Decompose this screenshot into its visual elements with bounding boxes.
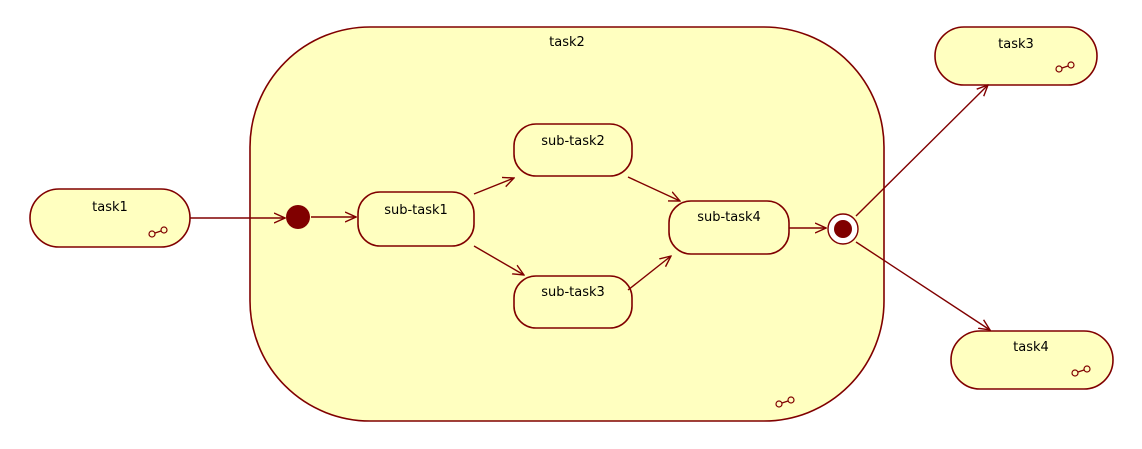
state-sub-task1[interactable]: sub-task1 (357, 191, 475, 247)
state-sub-task1-box (357, 191, 475, 247)
state-task1-label: task1 (92, 200, 128, 215)
state-sub-task4-label: sub-task4 (697, 210, 761, 225)
state-task3[interactable]: task3 (934, 26, 1098, 86)
final-state-dot (834, 220, 852, 238)
state-sub-task2-box (513, 123, 633, 177)
transition-sub-task1-to-sub-task3[interactable] (473, 245, 524, 275)
state-task2-box (249, 26, 885, 422)
state-task1[interactable]: task1 (29, 188, 191, 248)
state-sub-task3[interactable]: sub-task3 (513, 275, 633, 329)
state-sub-task3-box (513, 275, 633, 329)
transition-sub-task2-to-sub-task4[interactable] (627, 176, 680, 201)
state-task3-label: task3 (998, 37, 1034, 52)
transition-final-to-task4[interactable] (855, 241, 990, 330)
state-task2-label: task2 (549, 35, 585, 50)
state-sub-task2-label: sub-task2 (541, 134, 605, 149)
transition-sub-task1-to-sub-task2[interactable] (473, 178, 514, 195)
submachine-link-icon (1071, 365, 1091, 377)
transition-sub-task3-to-sub-task4[interactable] (627, 256, 671, 291)
submachine-link-icon (148, 226, 168, 238)
state-task4[interactable]: task4 (950, 330, 1114, 390)
final-state-node[interactable] (827, 213, 859, 245)
submachine-link-icon (775, 396, 795, 408)
state-sub-task4-box (668, 200, 790, 255)
state-sub-task3-label: sub-task3 (541, 285, 605, 300)
state-sub-task4[interactable]: sub-task4 (668, 200, 790, 255)
initial-state-node[interactable] (286, 205, 310, 229)
state-sub-task1-label: sub-task1 (384, 203, 448, 218)
state-task1-box (29, 188, 191, 248)
state-sub-task2[interactable]: sub-task2 (513, 123, 633, 177)
submachine-link-icon (1055, 61, 1075, 73)
state-task2[interactable]: task2 (249, 26, 885, 422)
state-task3-box (934, 26, 1098, 86)
transition-final-to-task3[interactable] (855, 85, 988, 217)
state-task4-label: task4 (1013, 340, 1049, 355)
